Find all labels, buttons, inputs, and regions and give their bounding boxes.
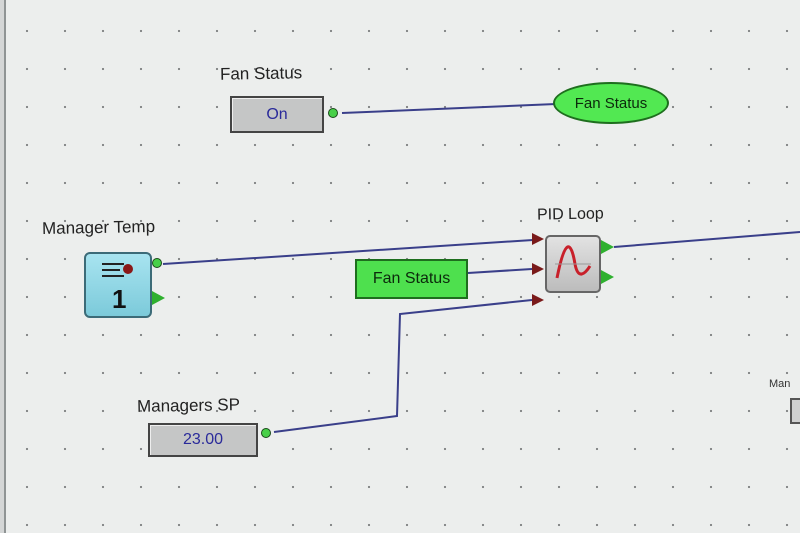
manager-temp-value: 1 — [112, 284, 127, 314]
wire-pid-output — [613, 231, 800, 248]
manager-temp-label: Manager Temp — [41, 217, 156, 238]
fan-status-label: Fan Status — [219, 63, 303, 84]
right-partial-box[interactable] — [790, 398, 800, 424]
manager-temp-block[interactable]: 1 — [84, 252, 152, 318]
fan-status-tag-text: Fan Status — [574, 94, 648, 112]
canvas-left-border — [4, 0, 6, 533]
managers-sp-label: Managers SP — [136, 395, 241, 416]
pid-loop-label: PID Loop — [536, 205, 604, 224]
pid-curve-icon — [555, 245, 592, 279]
fan-status-input-tag-text: Fan Status — [372, 270, 451, 287]
wire-fan-tag-to-pid — [467, 268, 533, 274]
wire-fan-status-to-tag — [341, 103, 557, 114]
pid-output-1[interactable] — [601, 240, 614, 254]
managers-sp-value-box[interactable]: 23.00 — [148, 423, 258, 457]
fan-status-value-box[interactable]: On — [230, 96, 324, 133]
pid-input-2[interactable] — [532, 263, 544, 275]
fan-status-tag-ellipse[interactable]: Fan Status — [553, 82, 669, 124]
fan-status-value: On — [266, 105, 288, 123]
pid-input-1[interactable] — [532, 233, 544, 245]
fan-status-output-port[interactable] — [328, 108, 338, 118]
right-partial-label: Man — [769, 378, 791, 390]
wire-managers-sp-to-pid — [273, 299, 533, 433]
managers-sp-value: 23.00 — [182, 431, 224, 448]
left-rail — [0, 0, 4, 533]
wire-manager-temp-to-pid — [162, 239, 534, 265]
sensor-icon — [102, 263, 133, 277]
managers-sp-output-port[interactable] — [261, 428, 271, 438]
pid-output-2[interactable] — [601, 270, 614, 284]
manager-temp-secondary-output[interactable] — [152, 291, 165, 305]
manager-temp-output-port[interactable] — [152, 258, 162, 268]
pid-loop-block[interactable] — [545, 235, 601, 293]
pid-input-3[interactable] — [532, 294, 544, 306]
fan-status-input-tag[interactable]: Fan Status — [355, 259, 468, 299]
